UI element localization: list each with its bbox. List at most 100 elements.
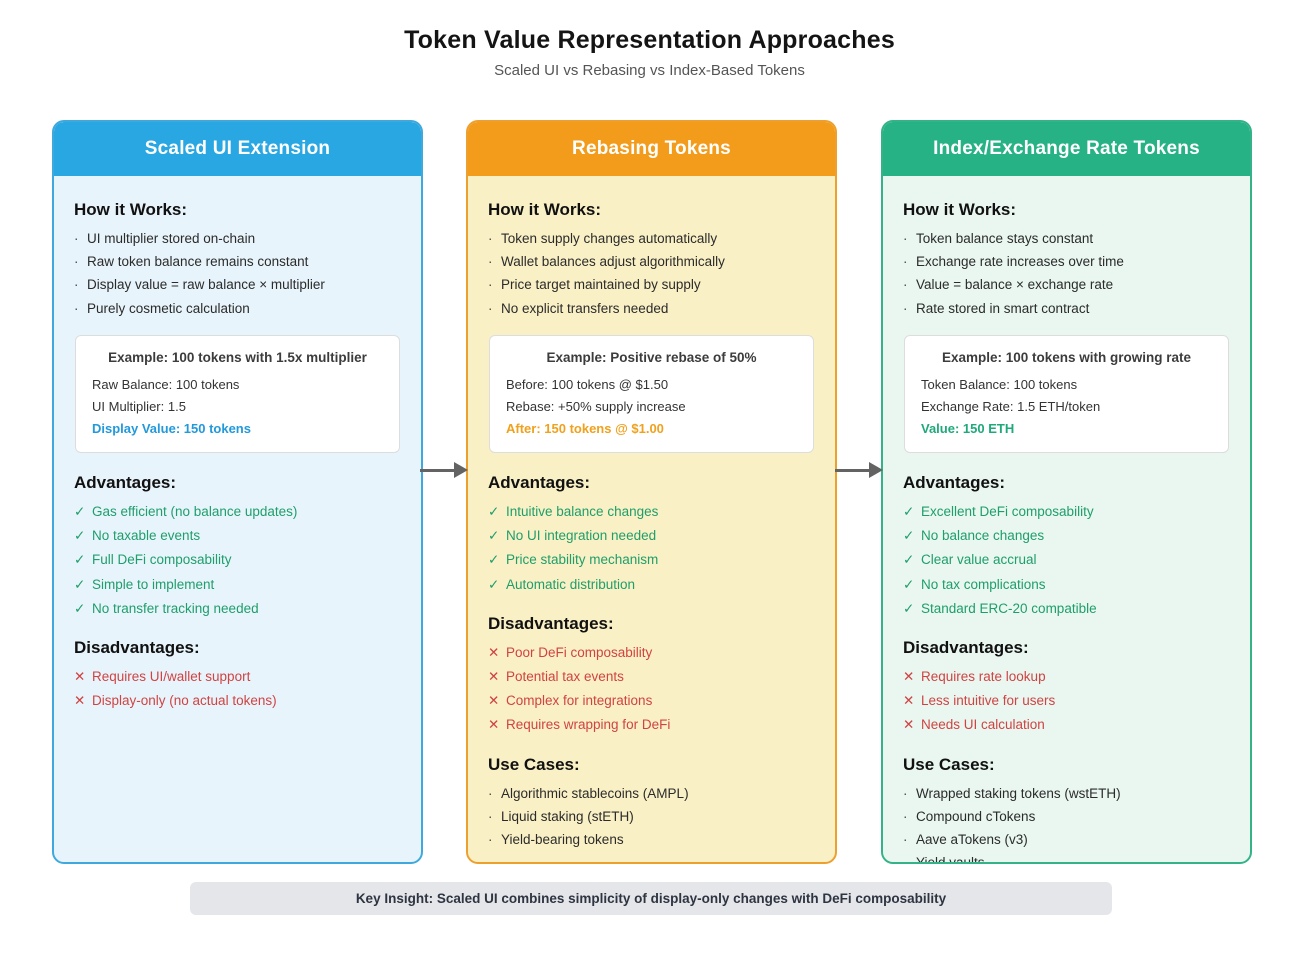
disadvantage-item: ✕ Potential tax events bbox=[488, 668, 815, 686]
example-highlight: Value: 150 ETH bbox=[921, 420, 1015, 436]
item-text: Price target maintained by supply bbox=[501, 277, 701, 293]
cross-icon: ✕ bbox=[488, 717, 500, 733]
disadvantage-item: ✕Less intuitive for users bbox=[903, 692, 1230, 710]
card-body: How it Works:·UI multiplier stored on-ch… bbox=[54, 176, 421, 732]
check-icon: ✓ bbox=[488, 528, 500, 544]
card-index-rate: Index/Exchange Rate Tokens How it Works:… bbox=[881, 120, 1252, 864]
example-line: Raw Balance: 100 tokens bbox=[92, 376, 240, 392]
bullet-item: ·Liquid staking (stETH) bbox=[488, 808, 815, 826]
flow-arrow-icon bbox=[420, 462, 468, 478]
check-icon: ✓ bbox=[74, 552, 86, 568]
item-text: Display-only (no actual tokens) bbox=[92, 693, 277, 709]
check-icon: ✓ bbox=[903, 576, 915, 592]
example-title: Example: 100 tokens with growing rate bbox=[941, 349, 1192, 365]
card-title: Index/Exchange Rate Tokens bbox=[933, 138, 1200, 159]
advantage-item: ✓Full DeFi composability bbox=[74, 551, 401, 569]
cross-icon: ✕ bbox=[488, 693, 500, 709]
advantage-item: ✓ Standard ERC-20 compatible bbox=[903, 600, 1230, 618]
bullet-item: · Price target maintained by supply bbox=[488, 276, 815, 294]
cross-icon: ✕ bbox=[903, 717, 915, 733]
check-icon: ✓ bbox=[488, 552, 500, 568]
item-text: Simple to implement bbox=[92, 576, 215, 592]
item-text: Intuitive balance changes bbox=[506, 503, 659, 519]
bullet-icon: · bbox=[903, 808, 908, 824]
item-text: Value = balance × exchange rate bbox=[916, 277, 1114, 293]
card-title: Scaled UI Extension bbox=[144, 138, 331, 159]
section-heading-how-it-works: How it Works: bbox=[903, 200, 1017, 219]
card-header: Rebasing Tokens bbox=[468, 122, 835, 176]
cross-icon: ✕ bbox=[74, 668, 86, 684]
example-box: Example: Positive rebase of 50%Before: 1… bbox=[489, 334, 814, 453]
check-icon: ✓ bbox=[903, 528, 915, 544]
advantage-item: ✓Gas efficient (no balance updates) bbox=[74, 503, 401, 521]
check-icon: ✓ bbox=[488, 576, 500, 592]
card-rebasing: Rebasing Tokens How it Works:·Token supp… bbox=[466, 120, 837, 864]
section-heading-advantages: Advantages: bbox=[903, 472, 1006, 492]
disadvantage-item: ✕Display-only (no actual tokens) bbox=[74, 692, 401, 710]
page-title: Token Value Representation Approaches bbox=[404, 26, 895, 54]
bullet-item: ·Wallet balances adjust algorithmically bbox=[488, 253, 815, 271]
cross-icon: ✕ bbox=[488, 644, 500, 660]
bullet-icon: · bbox=[488, 832, 493, 848]
advantage-item: ✓No taxable events bbox=[74, 527, 401, 545]
example-line: UI Multiplier: 1.5 bbox=[92, 398, 186, 414]
check-icon: ✓ bbox=[74, 576, 86, 592]
bullet-item: ·Rate stored in smart contract bbox=[903, 300, 1230, 318]
disadvantage-item: ✕Requires rate lookup bbox=[903, 668, 1230, 686]
card-header: Scaled UI Extension bbox=[54, 122, 421, 176]
bullet-item: ·Display value = raw balance × multiplie… bbox=[74, 276, 401, 294]
card-header: Index/Exchange Rate Tokens bbox=[883, 122, 1250, 176]
section-heading-use-cases: Use Cases: bbox=[488, 754, 580, 774]
example-highlight: After: 150 tokens @ $1.00 bbox=[506, 420, 664, 436]
bullet-icon: · bbox=[903, 855, 908, 864]
item-text: No explicit transfers needed bbox=[501, 300, 669, 316]
bullet-item: ·Token supply changes automatically bbox=[488, 230, 815, 248]
bullet-icon: · bbox=[74, 254, 79, 270]
item-text: Poor DeFi composability bbox=[506, 644, 653, 660]
item-text: Potential tax events bbox=[506, 668, 624, 684]
bullet-icon: · bbox=[488, 277, 493, 293]
item-text: Complex for integrations bbox=[506, 693, 653, 709]
item-text: Display value = raw balance × multiplier bbox=[87, 277, 325, 293]
item-text: UI multiplier stored on-chain bbox=[87, 231, 256, 246]
advantage-item: ✓No balance changes bbox=[903, 527, 1230, 545]
item-text: Algorithmic stablecoins (AMPL) bbox=[501, 785, 689, 801]
cross-icon: ✕ bbox=[488, 668, 500, 684]
example-line: Exchange Rate: 1.5 ETH/token bbox=[921, 398, 1101, 414]
bullet-item: ·Wrapped staking tokens (wstETH) bbox=[903, 785, 1230, 803]
example-title: Example: Positive rebase of 50% bbox=[546, 349, 757, 365]
section-heading-advantages: Advantages: bbox=[488, 472, 591, 492]
example-line: Rebase: +50% supply increase bbox=[506, 398, 686, 414]
check-icon: ✓ bbox=[903, 600, 915, 616]
check-icon: ✓ bbox=[74, 528, 86, 544]
item-text: Automatic distribution bbox=[506, 576, 636, 592]
key-insight-bar: Key Insight: Scaled UI combines simplici… bbox=[190, 882, 1112, 915]
bullet-item: ·Raw token balance remains constant bbox=[74, 253, 401, 271]
card-body: How it Works:·Token supply changes autom… bbox=[468, 176, 835, 862]
check-icon: ✓ bbox=[488, 503, 500, 519]
disadvantage-item: ✕Requires wrapping for DeFi bbox=[488, 716, 815, 734]
item-text: Excellent DeFi composability bbox=[921, 503, 1094, 519]
bullet-icon: · bbox=[903, 254, 908, 270]
advantage-item: ✓Excellent DeFi composability bbox=[903, 503, 1230, 521]
bullet-item: · UI multiplier stored on-chain bbox=[74, 230, 401, 248]
bullet-icon: · bbox=[903, 277, 908, 293]
bullet-item: ·Compound cTokens bbox=[903, 808, 1230, 826]
item-text: Exchange rate increases over time bbox=[916, 254, 1124, 270]
bullet-item: ·Purely cosmetic calculation bbox=[74, 300, 401, 318]
section-heading-use-cases: Use Cases: bbox=[903, 754, 995, 774]
section-heading-disadvantages: Disadvantages: bbox=[74, 637, 200, 657]
example-highlight: Display Value: 150 tokens bbox=[92, 420, 251, 436]
item-text: Standard ERC-20 compatible bbox=[921, 600, 1097, 616]
item-text: Requires UI/wallet support bbox=[92, 668, 251, 684]
card-title: Rebasing Tokens bbox=[572, 138, 731, 159]
advantage-item: ✓ Automatic distribution bbox=[488, 576, 815, 594]
bullet-item: ·Aave aTokens (v3) bbox=[903, 831, 1230, 849]
advantage-item: ✓No UI integration needed bbox=[488, 527, 815, 545]
advantage-item: ✓No tax complications bbox=[903, 576, 1230, 594]
advantage-item: ✓ Simple to implement bbox=[74, 576, 401, 594]
bullet-icon: · bbox=[74, 231, 79, 246]
item-text: Rate stored in smart contract bbox=[916, 300, 1090, 316]
